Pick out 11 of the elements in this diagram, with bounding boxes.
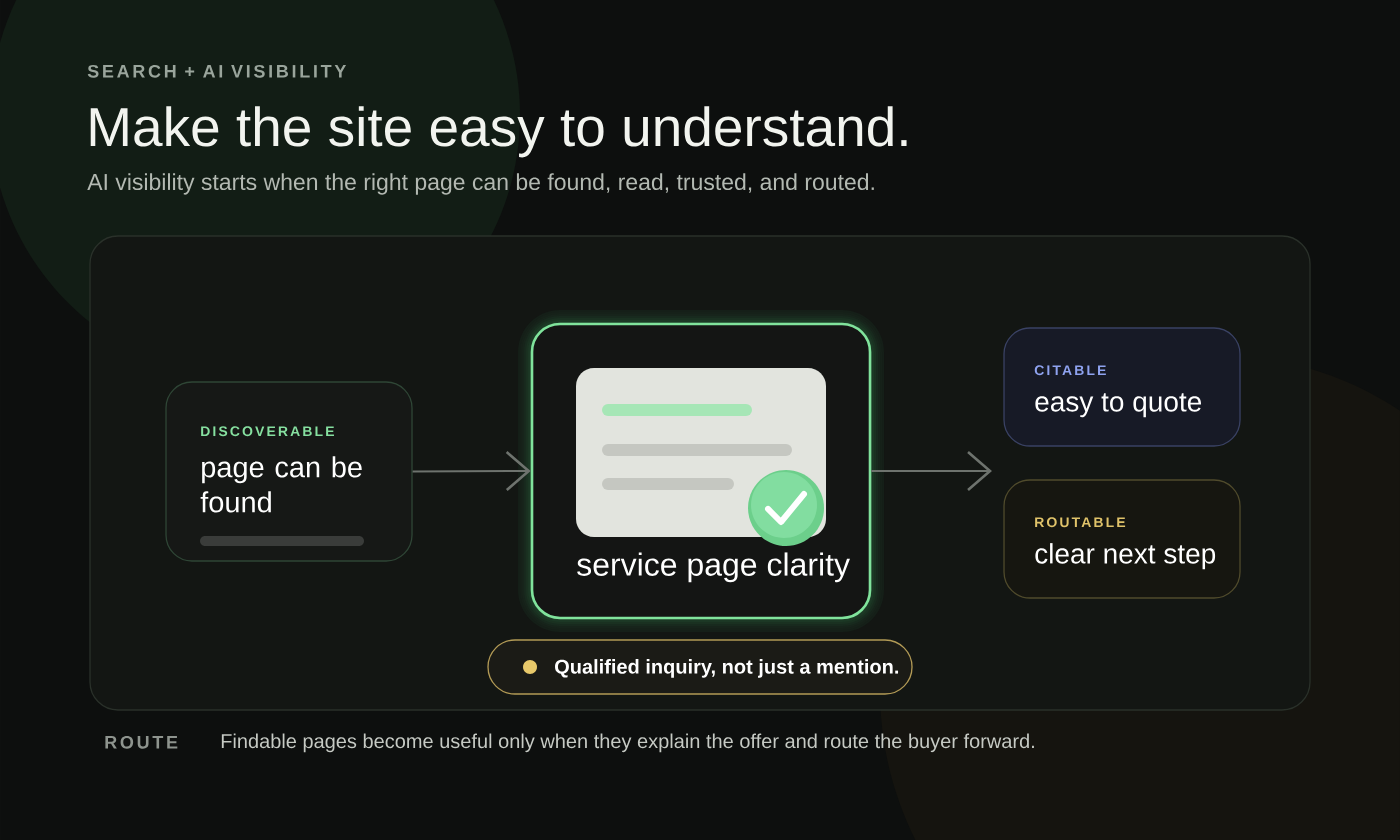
arrow (870, 451, 992, 491)
section-tag: ROUTE (105, 735, 178, 749)
stage-card: DISCOVERABLE page can be found (165, 381, 413, 562)
outcome-card: CITABLE easy to quote (1003, 327, 1241, 447)
footnote-text: Findable pages become useful only when they explain the offer and route the buyer forward. (221, 733, 1034, 753)
outcome-card: ROUTABLE clear next step (1003, 479, 1241, 599)
arrow (411, 451, 531, 492)
heading: Make the site easy to understand. (90, 106, 907, 158)
callout-pill: Qualified inquiry, not just a mention. (487, 639, 913, 695)
eyebrow-label: SEARCH + AI VISIBILITY (87, 64, 347, 78)
subtitle: AI visibility starts when the right page can be found, read, trusted, and routed. (87, 173, 874, 195)
